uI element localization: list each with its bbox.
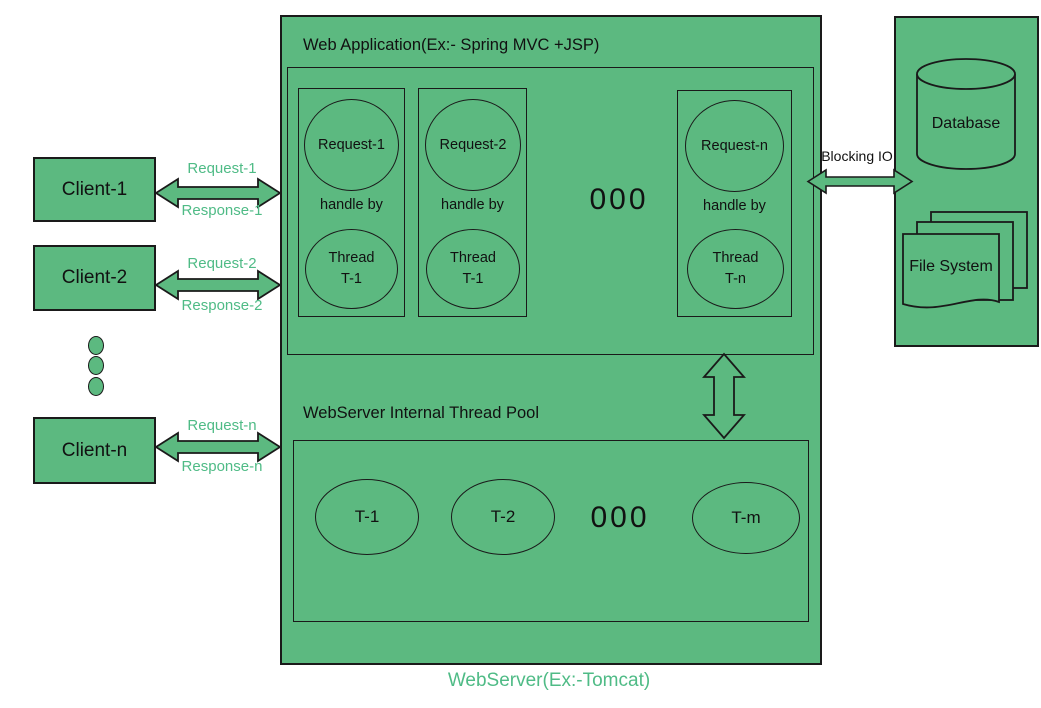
handler-1-box: Request-1 handle by Thread T-1: [298, 88, 405, 317]
client-2-label: Client-2: [61, 267, 128, 288]
webserver-caption: WebServer(Ex:-Tomcat): [447, 670, 651, 691]
blocking-io-label: Blocking IO: [821, 148, 893, 164]
client-n-box: Client-n: [33, 417, 156, 484]
client-1-box: Client-1: [33, 157, 156, 222]
file-system-label: File System: [909, 258, 993, 275]
pool-thread-m-ellipse: T-m: [692, 482, 800, 554]
thread-pool-container: [293, 440, 809, 622]
clients-ellipsis-dot: [88, 356, 104, 375]
thread-1-word: Thread: [328, 249, 375, 266]
file-system-icon: [902, 211, 1028, 309]
client-2-box: Client-2: [33, 245, 156, 311]
web-application-container: [287, 67, 814, 355]
pool-thread-1-ellipse: T-1: [315, 479, 419, 555]
request-n-text: Request-n: [701, 138, 768, 154]
pool-thread-2-ellipse: T-2: [451, 479, 555, 555]
pool-thread-1-label: T-1: [354, 507, 380, 526]
thread-pool-title: WebServer Internal Thread Pool: [303, 404, 540, 422]
thread-2-ellipse: Thread T-1: [426, 229, 520, 309]
pool-ellipsis: 000: [590, 501, 650, 534]
clients-ellipsis-dot: [88, 336, 104, 355]
thread-1-id: T-1: [341, 271, 362, 287]
thread-2-word: Thread: [450, 249, 496, 266]
clients-ellipsis-dot: [88, 377, 104, 396]
request-2-text: Request-2: [439, 137, 507, 153]
handler-n-box: Request-n handle by Thread T-n: [677, 90, 792, 317]
thread-n-ellipse: Thread T-n: [687, 229, 784, 309]
response-1-label: Response-1: [181, 202, 263, 219]
handle-by-2-label: handle by: [441, 197, 504, 213]
webapp-threadpool-arrow: [702, 352, 746, 440]
thread-n-word: Thread: [712, 249, 759, 266]
database-label: Database: [931, 115, 1001, 132]
thread-1-ellipse: Thread T-1: [305, 229, 398, 309]
request-n-label: Request-n: [187, 417, 257, 434]
request-n-ellipse: Request-n: [685, 100, 784, 192]
handle-by-1-label: handle by: [320, 197, 383, 213]
response-n-label: Response-n: [181, 458, 263, 475]
pool-thread-m-label: T-m: [731, 508, 761, 527]
pool-thread-2-label: T-2: [490, 507, 516, 526]
database-cylinder-icon: [916, 58, 1016, 170]
request-1-label: Request-1: [187, 160, 257, 177]
thread-2-id: T-1: [462, 271, 484, 287]
web-application-title: Web Application(Ex:- Spring MVC +JSP): [303, 36, 600, 54]
request-1-ellipse: Request-1: [304, 99, 399, 191]
handler-2-box: Request-2 handle by Thread T-1: [418, 88, 527, 317]
request-2-label: Request-2: [187, 255, 257, 272]
client-n-label: Client-n: [61, 439, 128, 461]
handlers-ellipsis: 000: [589, 183, 649, 216]
request-2-ellipse: Request-2: [425, 99, 521, 191]
blocking-io-arrow: [806, 168, 914, 195]
thread-n-id: T-n: [725, 271, 746, 287]
handle-by-n-label: handle by: [703, 198, 766, 214]
client-1-label: Client-1: [61, 178, 128, 200]
response-2-label: Response-2: [181, 297, 263, 314]
request-1-text: Request-1: [318, 137, 385, 153]
